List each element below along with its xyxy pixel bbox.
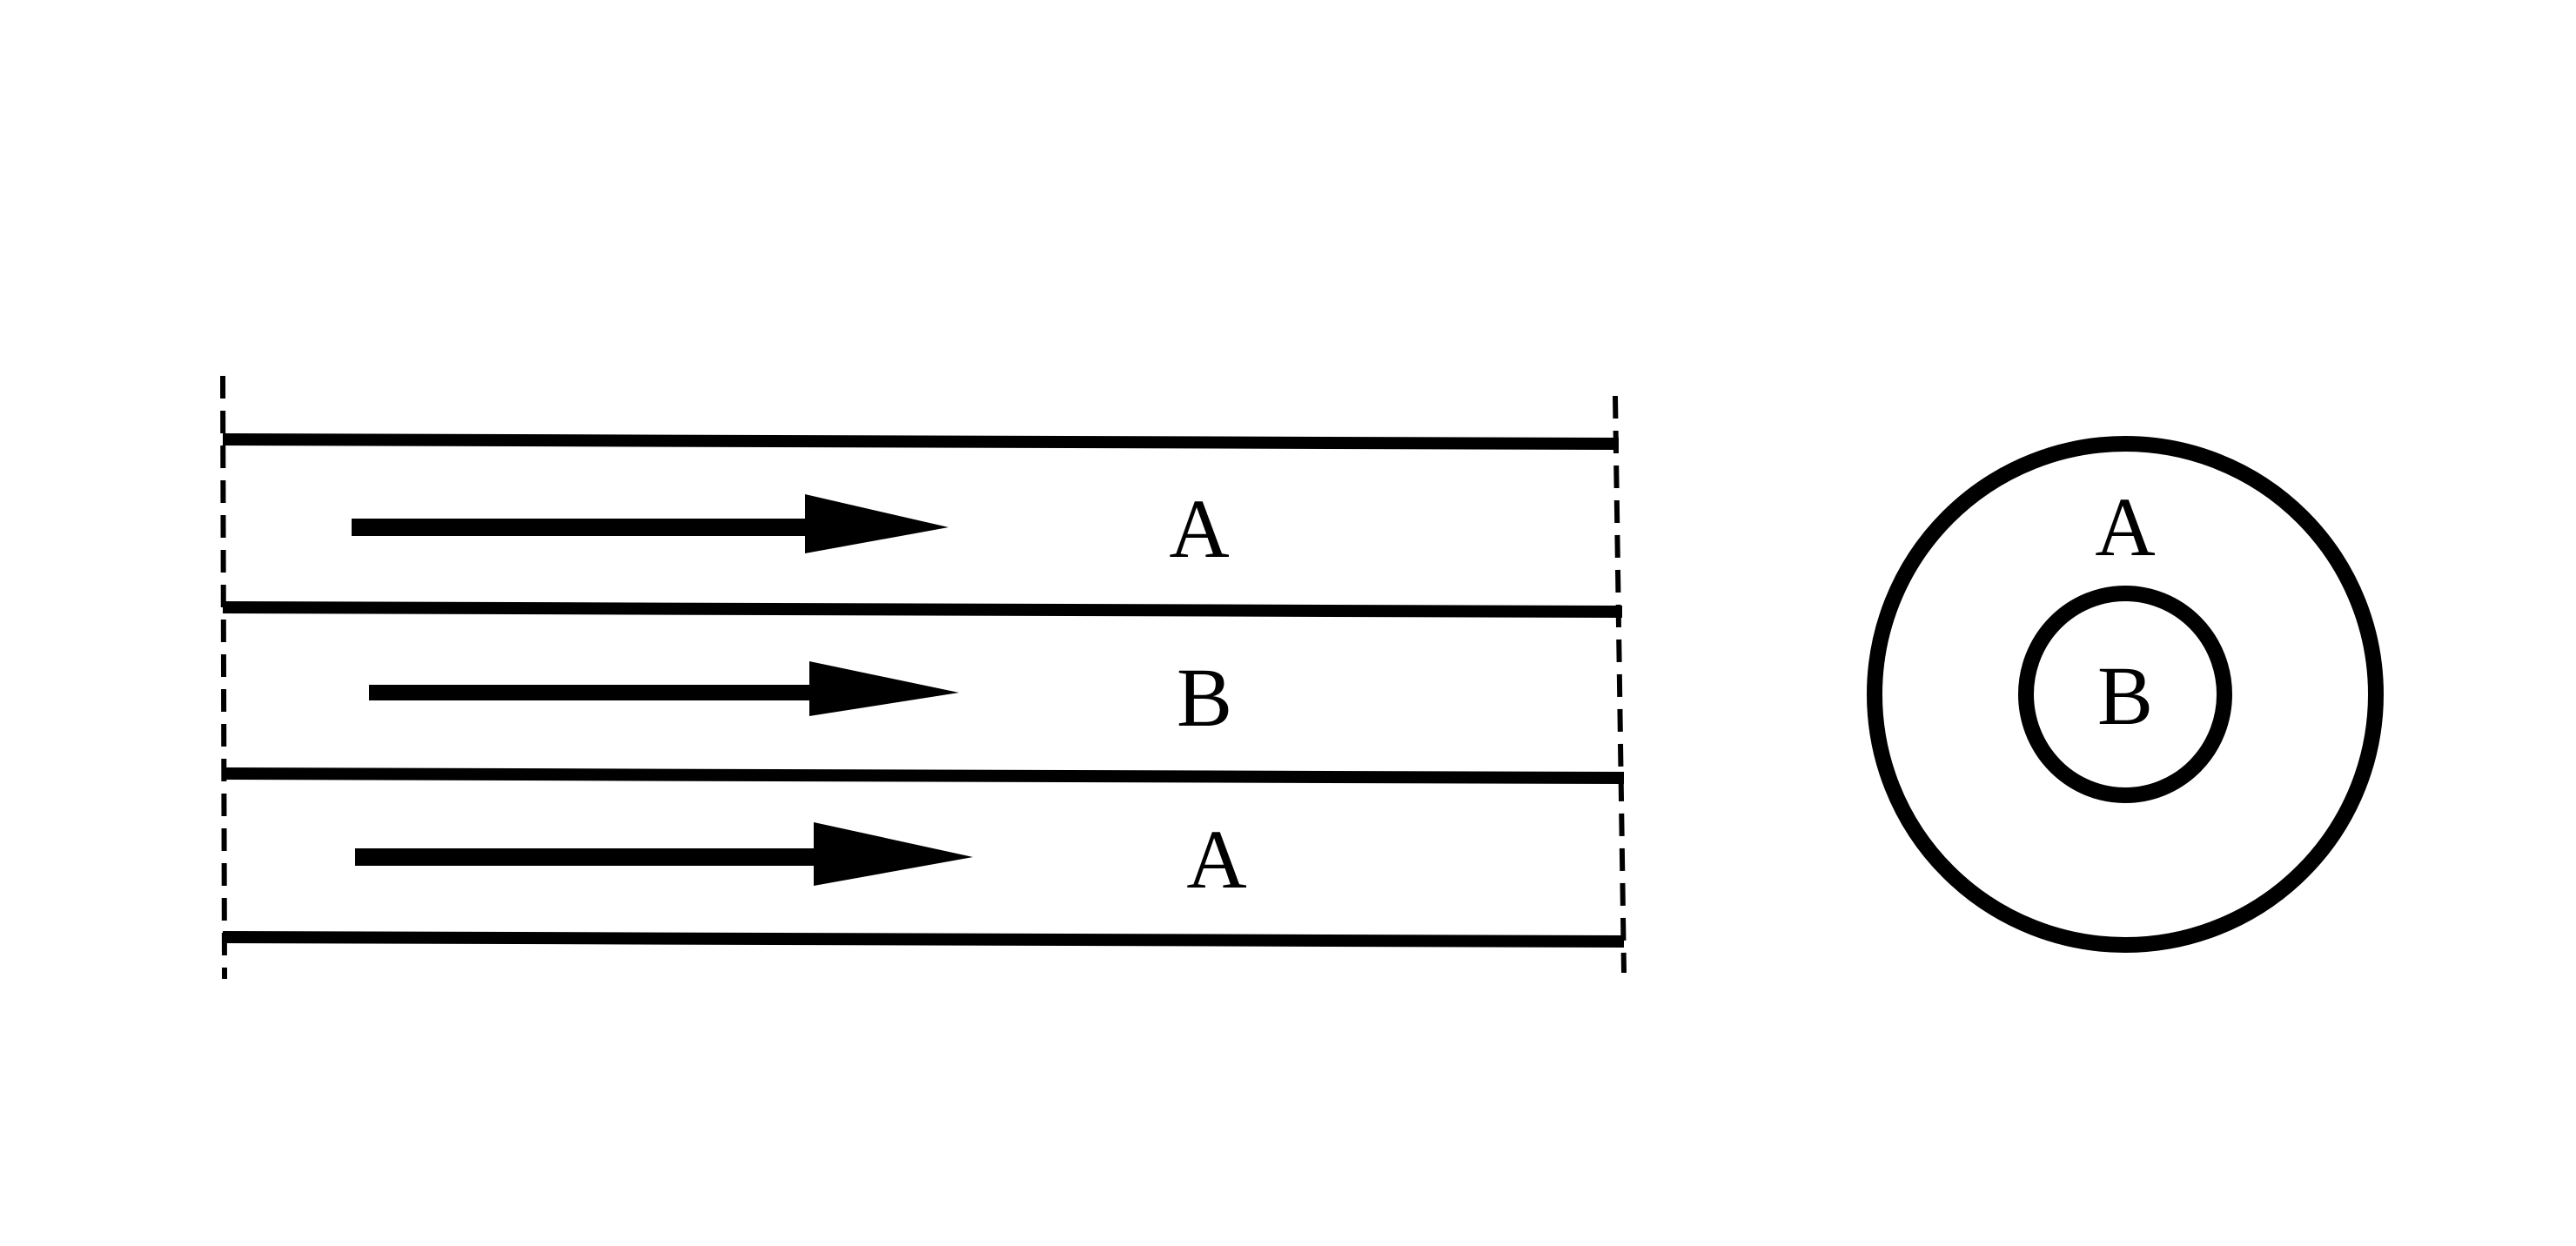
layer-boundary-3 [222,767,1625,784]
outer-region-label: A [2095,480,2155,573]
cross-section-view: A B [1867,436,2384,953]
right-dashed-boundary [1613,395,1627,974]
layer-boundary-1 [222,433,1620,450]
flow-arrow-3 [355,822,973,886]
flow-arrowhead [814,822,973,886]
layer-label-2: B [1177,651,1232,744]
inner-region-label: B [2097,649,2153,742]
outer-circle [1867,436,2384,953]
inner-circle [2018,586,2232,803]
layer-label-3: A [1186,813,1246,906]
layer-label-1: A [1169,482,1229,575]
flow-arrow-2 [369,661,959,716]
flow-arrowhead [809,661,959,716]
flow-arrowhead [805,494,949,553]
layer-boundary-4 [222,931,1625,948]
left-dashed-boundary [220,375,227,980]
side-view: A B A [220,375,1627,980]
flow-arrow-1 [352,494,949,553]
layer-boundary-2 [222,601,1623,618]
